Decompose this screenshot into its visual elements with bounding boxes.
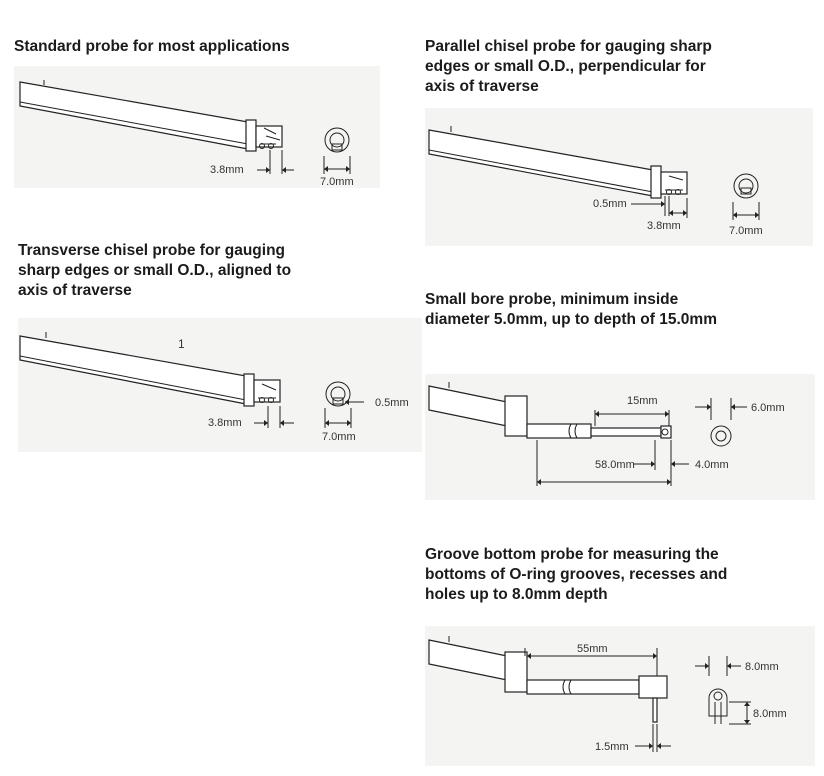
dim-depth-label: 15mm [627, 395, 658, 407]
dim-tip-label: 1.5mm [595, 741, 629, 753]
dim-tip-label: 4.0mm [695, 459, 729, 471]
probe-shaft [19, 81, 249, 150]
caption-parallel-chisel-line3: axis of traverse [425, 78, 539, 95]
dim-height-label: 8.0mm [753, 708, 787, 720]
dim-length-label: 58.0mm [595, 459, 635, 471]
dim-tip-label: 3.8mm [647, 220, 681, 232]
dim-diameter-label: 6.0mm [751, 402, 785, 414]
diagram-groove-bottom-probe: 55mm 1.5mm 8.0mm 8.0mm [425, 626, 815, 766]
diagram-standard-probe: 3.8mm 7.0mm [14, 66, 380, 188]
caption-small-bore-line1: Small bore probe, minimum inside [425, 291, 679, 308]
groove-bottom-drawing: 55mm 1.5mm 8.0mm 8.0mm [428, 636, 787, 753]
end-view-outer [324, 127, 350, 153]
dim-length-label: 55mm [577, 643, 608, 655]
dim-tip-label: 3.8mm [210, 164, 244, 176]
dim-diameter-label: 7.0mm [320, 176, 354, 188]
dim-diameter-label: 7.0mm [322, 431, 356, 443]
probe-collar [504, 395, 528, 437]
caption-parallel-chisel-line1: Parallel chisel probe for gauging sharp [425, 38, 712, 55]
caption-groove-bottom-line2: bottoms of O-ring grooves, recesses and [425, 566, 728, 583]
caption-transverse-chisel-line1: Transverse chisel probe for gauging [18, 242, 286, 259]
dim-width-label: 8.0mm [745, 661, 779, 673]
diagram-parallel-chisel-probe: 0.5mm 3.8mm 7.0mm [425, 108, 813, 246]
dim-chisel-label: 0.5mm [593, 198, 627, 210]
caption-transverse-chisel-line2: sharp edges or small O.D., aligned to [18, 262, 292, 279]
caption-transverse-chisel-line3: axis of traverse [18, 282, 132, 299]
caption-small-bore-line2: diameter 5.0mm, up to depth of 15.0mm [425, 311, 717, 328]
caption-standard-probe: Standard probe for most applications [14, 38, 290, 55]
dim-tip-label: 3.8mm [208, 417, 242, 429]
standard-probe-drawing: 3.8mm 7.0mm [19, 80, 354, 188]
caption-parallel-chisel-line2: edges or small O.D., perpendicular for [425, 58, 706, 75]
parallel-chisel-drawing: 0.5mm 3.8mm 7.0mm [428, 126, 763, 237]
dim-chisel-label: 0.5mm [375, 397, 409, 409]
probe-tip [652, 697, 658, 723]
transverse-chisel-drawing: 1 3.8mm 0.5mm 7.0mm [19, 332, 409, 443]
caption-groove-bottom-line3: holes up to 8.0mm depth [425, 586, 608, 603]
caption-groove-bottom-line1: Groove bottom probe for measuring the [425, 546, 719, 563]
probe-collar [245, 119, 257, 152]
small-bore-drawing: 15mm 58.0mm 4.0mm 6.0mm [428, 382, 785, 486]
diagram-small-bore-probe: 15mm 58.0mm 4.0mm 6.0mm [425, 374, 815, 500]
marker-label: 1 [178, 337, 185, 351]
diagram-transverse-chisel-probe: 1 3.8mm 0.5mm 7.0mm [18, 318, 422, 452]
dim-diameter-label: 7.0mm [729, 225, 763, 237]
